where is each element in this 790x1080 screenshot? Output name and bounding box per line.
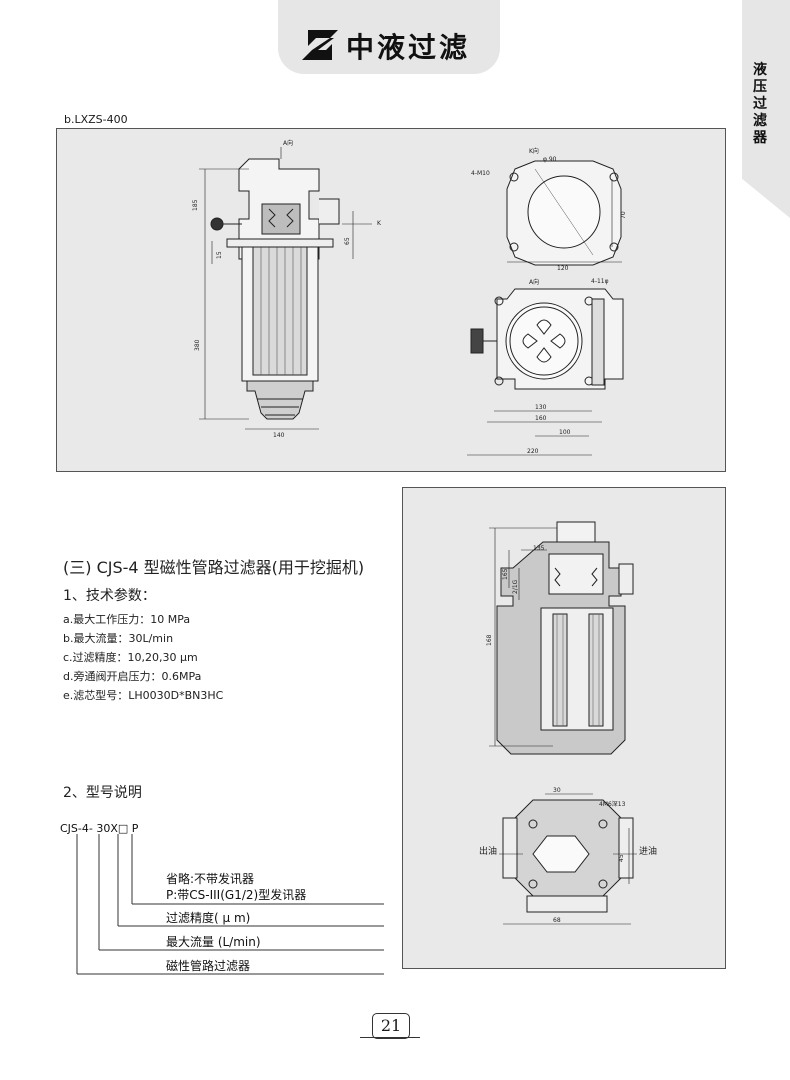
filter-drawing-lxzs: A向 185 65 15 380 140 K K向 φ 90 4-M10 120… (56, 128, 726, 472)
param-precision: c.过滤精度：10,20,30 μm (63, 651, 198, 664)
tech-params-title: 1、技术参数： (63, 588, 156, 604)
page-number-underline (360, 1037, 420, 1038)
k-marker: K (377, 220, 382, 227)
side-category-label: 液压过滤器 (753, 62, 767, 146)
dim-135: 135 (533, 545, 545, 552)
dim-70: 70 (620, 211, 627, 219)
dim-4-11: 4-11φ (591, 278, 609, 285)
label-outlet: 出油 (479, 845, 497, 857)
dim-45: 45 (618, 854, 625, 862)
figure-caption: b.LXZS-400 (64, 113, 128, 126)
dim-4m6: 4M6深13 (599, 800, 626, 808)
dim-68: 68 (553, 917, 561, 924)
param-element: e.滤芯型号：LH0030D*BN3HC (63, 689, 224, 702)
dim-220: 220 (527, 448, 539, 455)
dim-185: 185 (192, 199, 199, 211)
legend-omit: 省略:不带发讯器 (166, 872, 255, 886)
lxzs-technical-drawing: A向 185 65 15 380 140 K K向 φ 90 4-M10 120… (192, 139, 627, 456)
dim-380: 380 (194, 339, 201, 351)
filter-drawing-cjs4: 135 165 2/1G 168 30 4M6深13 出油 进油 45 68 (402, 487, 726, 969)
dim-165: 165 (502, 568, 509, 580)
model-code: CJS-4- 30X□ P (60, 822, 139, 835)
dim-phi90: φ 90 (543, 156, 557, 163)
dim-k-view: K向 (529, 147, 539, 155)
side-category-tab (742, 0, 790, 218)
legend-name: 磁性管路过滤器 (166, 959, 251, 973)
model-title: 2、型号说明 (63, 785, 142, 801)
legend-precision: 过滤精度( μ m) (166, 911, 251, 925)
cjs4-technical-drawing: 135 165 2/1G 168 30 4M6深13 出油 进油 45 68 (479, 521, 657, 925)
logo-text: 中液过滤 (346, 31, 471, 64)
label-inlet: 进油 (639, 845, 657, 857)
param-bypass: d.旁通阀开启压力：0.6MPa (63, 670, 202, 683)
dim-30: 30 (553, 787, 561, 794)
legend-flow: 最大流量 (L/min) (166, 935, 261, 949)
page-number: 21 (372, 1013, 410, 1039)
dim-g12: 2/1G (512, 579, 519, 594)
dim-a-view-top: A向 (283, 139, 293, 147)
tech-params-list: a.最大工作压力：10 MPa b.最大流量：30L/min c.过滤精度：10… (63, 610, 223, 705)
dim-168: 168 (486, 634, 493, 646)
dim-65: 65 (344, 237, 351, 245)
dim-140: 140 (273, 432, 285, 439)
dim-4m10: 4-M10 (471, 170, 490, 177)
dim-15: 15 (216, 251, 223, 259)
param-pressure: a.最大工作压力：10 MPa (63, 613, 191, 626)
dim-a-view: A向 (529, 278, 539, 286)
dim-130: 130 (535, 404, 547, 411)
legend-p-option: P:带CS-III(G1/2)型发讯器 (166, 888, 307, 902)
param-flow: b.最大流量：30L/min (63, 632, 174, 645)
logo-icon (302, 30, 338, 60)
dim-160: 160 (535, 415, 547, 422)
dim-100: 100 (559, 429, 571, 436)
dim-120: 120 (557, 265, 569, 272)
section-title: (三) CJS-4 型磁性管路过滤器(用于挖掘机) (63, 558, 365, 577)
